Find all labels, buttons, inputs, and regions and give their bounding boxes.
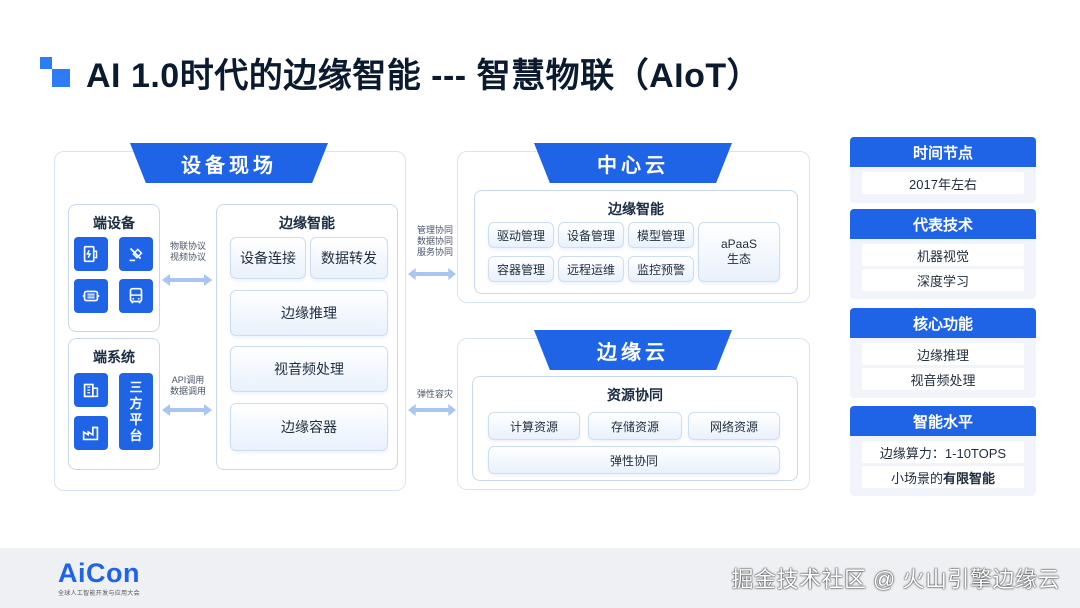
motor-icon [74,279,108,313]
center-edge-intelligence-title: 边缘智能 [608,201,664,217]
av-processing-button: 视音频处理 [230,346,388,392]
watermark: 掘金技术社区 @ 火山引擎边缘云 [731,567,1060,592]
terminal-devices-title: 端设备 [93,215,135,231]
third-party-char: 台 [129,427,143,443]
third-party-char: 方 [129,395,143,411]
edge-inference-button: 边缘推理 [230,290,388,336]
side-card-core: 核心功能 边缘推理 视音频处理 [850,308,1036,398]
title-squares-icon [40,55,74,89]
model-mgmt-button: 模型管理 [628,222,694,248]
side-card-head: 代表技术 [850,209,1036,239]
apaas-label: aPaaS [720,237,758,251]
apaas-ecosystem-button: aPaaS 生态 [698,222,780,282]
side-card-head: 核心功能 [850,308,1036,338]
side-card-level: 智能水平 边缘算力：1-10TOPS 小场景的有限智能 [850,406,1036,496]
center-cloud-banner: 中心云 [534,143,732,183]
charging-pile-icon [74,237,108,271]
remote-ops-button: 远程运维 [558,256,624,282]
network-resource-button: 网络资源 [688,412,780,440]
side-card-item: 边缘推理 [862,343,1024,365]
double-arrow-icon [408,268,456,280]
bus-icon [119,279,153,313]
edge-container-button: 边缘容器 [230,403,388,451]
side-card-time: 时间节点 2017年左右 [850,137,1036,203]
third-party-char: 三 [129,379,143,395]
arrow-label-line: 物联协议 [169,241,206,251]
ecosystem-label: 生态 [726,252,751,266]
monitor-alert-button: 监控预警 [628,256,694,282]
device-mgmt-button: 设备管理 [558,222,624,248]
side-card-item: 边缘算力：1-10TOPS [862,441,1024,463]
page-title: AI 1.0时代的边缘智能 --- 智慧物联（AIoT） [86,56,762,95]
terminal-systems-title: 端系统 [93,349,135,365]
device-site-banner: 设备现场 [130,143,328,183]
edge-intelligence-title: 边缘智能 [279,215,335,231]
side-card-item: 深度学习 [862,269,1024,291]
device-connect-button: 设备连接 [230,237,306,279]
container-mgmt-button: 容器管理 [488,256,554,282]
side-card-head: 时间节点 [850,137,1036,167]
arrow-label-line: 管理协同 [416,225,453,235]
arrow-label-cloud-sync: 管理协同 数据协同 服务协同 [410,225,460,258]
compute-resource-button: 计算资源 [488,412,580,440]
page-header: AI 1.0时代的边缘智能 --- 智慧物联（AIoT） [40,50,762,95]
arrow-label-elastic: 弹性容灾 [416,389,453,399]
arrow-label-line: 数据协同 [416,236,453,246]
aicon-logo-subtitle: 全球人工智能开发与应用大会 [58,591,140,597]
arrow-label-line: 服务协同 [416,247,453,257]
resource-sync-title: 资源协同 [607,387,663,403]
side-card-item: 2017年左右 [862,172,1024,194]
side-card-item-text: 小场景的 [890,470,943,486]
side-card-item-bold: 有限智能 [943,470,996,486]
double-arrow-icon [408,404,456,416]
edge-cloud-banner: 边缘云 [534,330,732,370]
data-forward-button: 数据转发 [310,237,388,279]
factory-icon [74,416,108,450]
third-party-char: 平 [129,411,143,427]
arrow-label-api-data: API调用 数据调用 [163,375,213,397]
side-card-item: 视音频处理 [862,368,1024,390]
double-arrow-icon [162,404,212,416]
arrow-label-line: 数据调用 [169,386,206,396]
driver-mgmt-button: 驱动管理 [488,222,554,248]
arrow-label-iot-video: 物联协议 视频协议 [163,241,213,263]
footer: AiCon 全球人工智能开发与应用大会 掘金技术社区 @ 火山引擎边缘云 [0,548,1080,608]
side-card-head: 智能水平 [850,406,1036,436]
arrow-label-line: API调用 [171,375,205,385]
side-card-tech: 代表技术 机器视觉 深度学习 [850,209,1036,299]
side-card-item-mixed: 小场景的有限智能 [862,466,1024,488]
antenna-icon [119,237,153,271]
arrow-label-line: 视频协议 [169,252,206,262]
aicon-logo: AiCon [58,558,140,588]
storage-resource-button: 存储资源 [588,412,682,440]
double-arrow-icon [162,274,212,286]
building-icon [74,373,108,407]
third-party-platform: 三 方 平 台 [119,373,153,450]
side-card-item: 机器视觉 [862,244,1024,266]
elastic-sync-button: 弹性协同 [488,446,780,474]
